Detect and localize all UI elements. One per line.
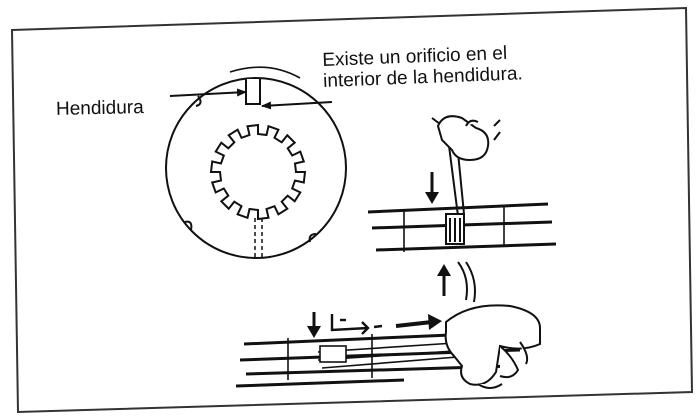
arc-mark bbox=[229, 66, 301, 79]
disc-slot bbox=[245, 79, 261, 105]
hand-icon bbox=[431, 115, 501, 162]
insert-tool bbox=[317, 341, 471, 369]
inner-gear bbox=[209, 123, 307, 221]
curved-strip bbox=[457, 261, 476, 303]
rim-notch bbox=[195, 95, 202, 107]
arrow-up-icon bbox=[437, 264, 451, 296]
hole-label: Existe un orificio en el interior de la … bbox=[322, 42, 523, 92]
rim-notch bbox=[184, 220, 193, 231]
page-border bbox=[10, 6, 694, 414]
arrow-down-icon bbox=[307, 312, 321, 338]
bracket-arrow-icon bbox=[330, 314, 383, 335]
hidden-hole bbox=[254, 218, 263, 258]
disc-assembly bbox=[165, 77, 347, 259]
slot-label: Hendidura bbox=[55, 97, 144, 120]
rim-notch bbox=[308, 233, 317, 243]
outer-disc bbox=[165, 77, 347, 259]
slot-leader-arrow bbox=[169, 88, 247, 97]
hand-icon bbox=[444, 304, 541, 389]
arrow-right-icon bbox=[395, 314, 442, 330]
upper-rail-ticks bbox=[403, 206, 505, 252]
hole-leader-arrow bbox=[261, 101, 333, 110]
arrow-down-icon bbox=[425, 172, 439, 204]
